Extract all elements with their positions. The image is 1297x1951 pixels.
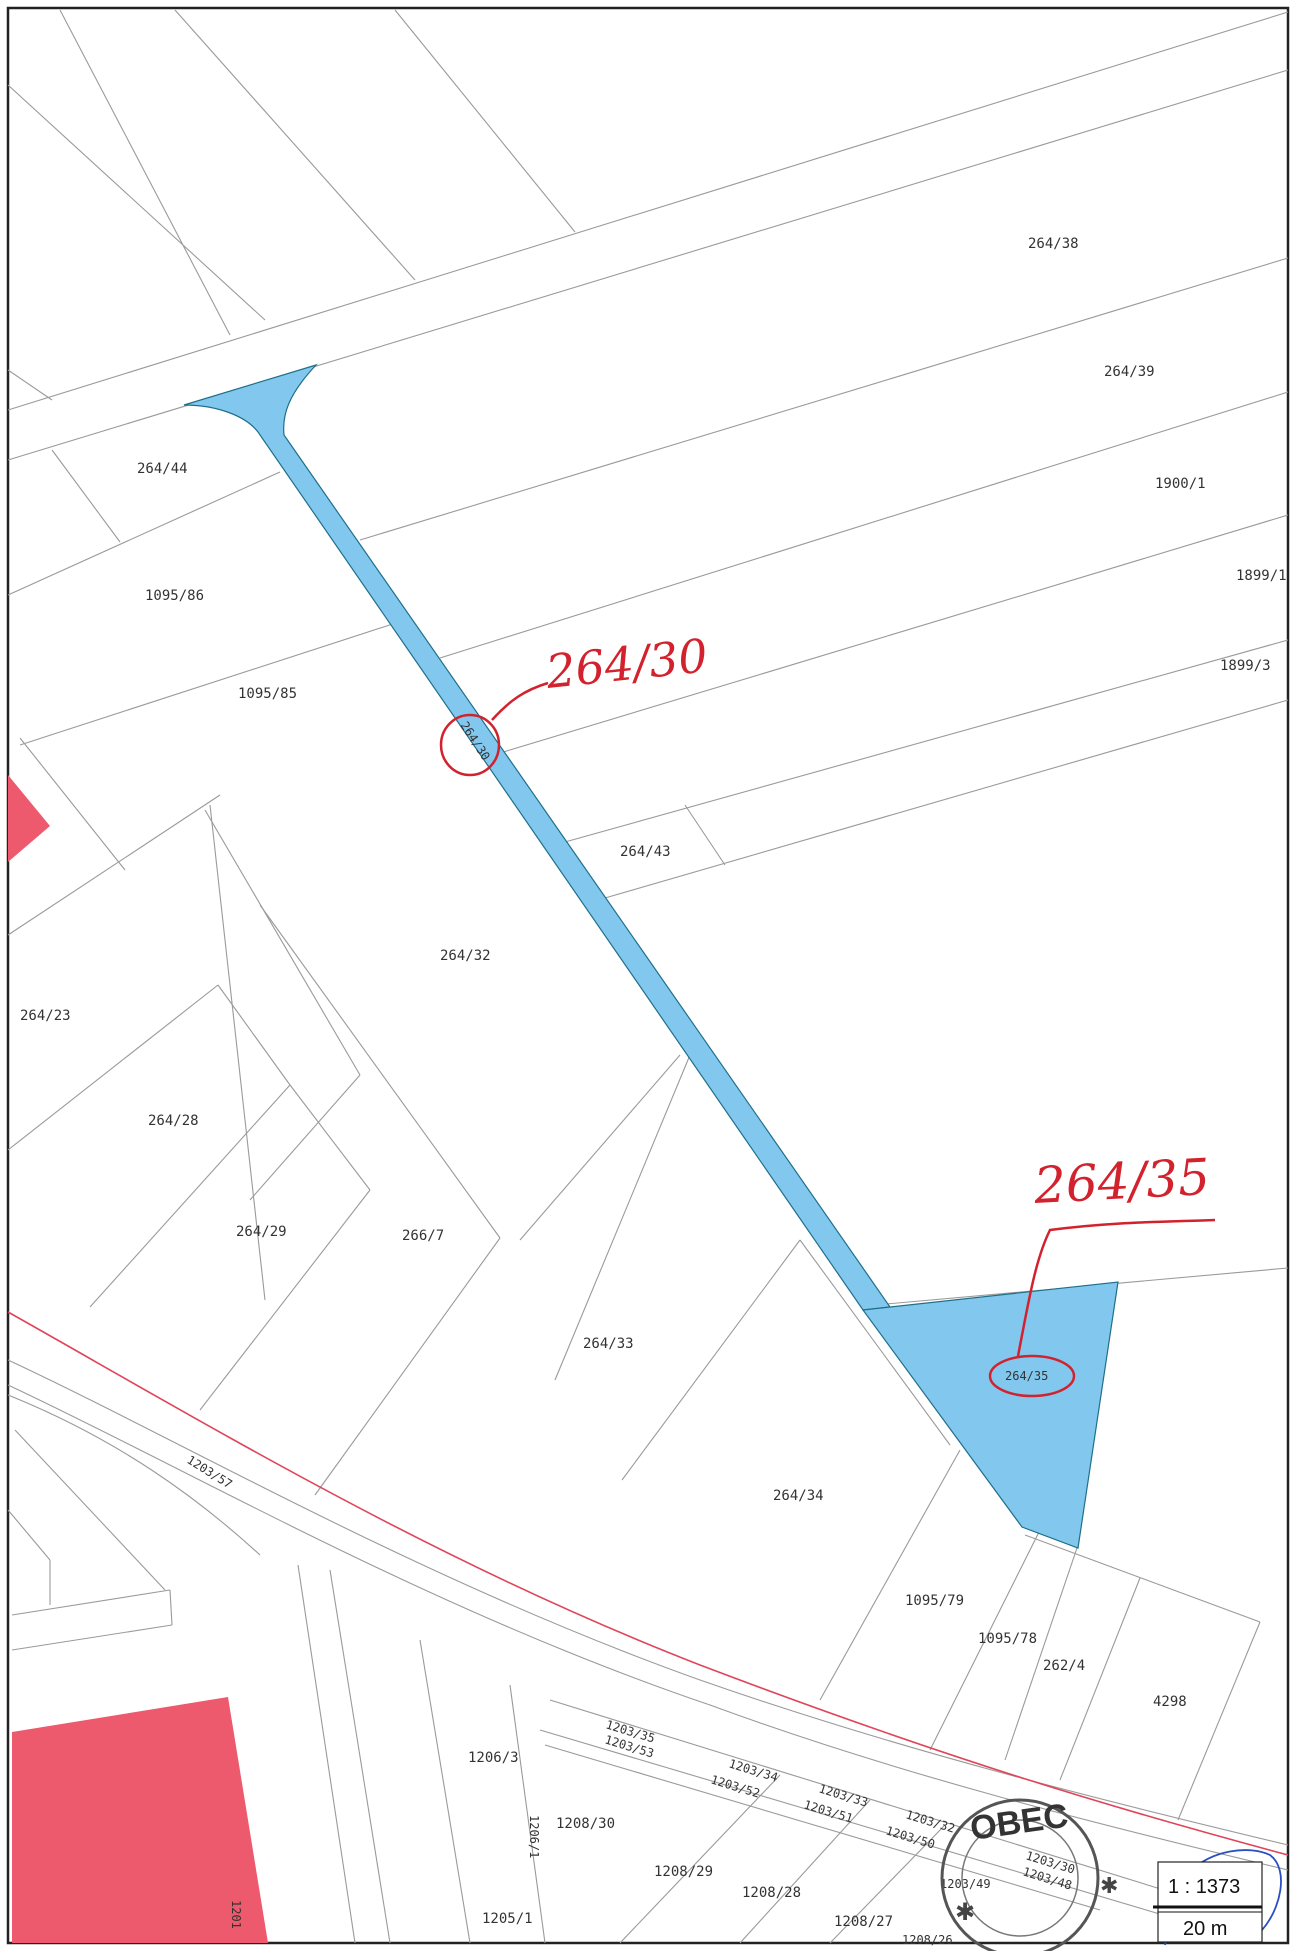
parcel-264-30-highlight [183,363,892,1311]
parcel-label: 266/7 [402,1228,444,1244]
red-boundary-line [7,1311,1289,1856]
parcel-label: 264/32 [440,948,491,964]
parcel-label: 264/28 [148,1113,199,1129]
annotation-264-35: 264/35 [1032,1148,1212,1215]
parcel-label: 1899/1 [1236,568,1287,584]
parcel-label: 264/38 [1028,236,1079,252]
parcel-label: 1095/85 [238,686,297,702]
scale-ratio: 1 : 1373 [1168,1876,1240,1898]
parcel-label: 1208/27 [834,1914,893,1930]
parcel-labels: 264/38 264/39 1900/1 1899/1 1899/3 264/4… [20,236,1287,1947]
stamp-text: OBEC [968,1797,1071,1848]
parcel-label: 1208/26 [902,1933,953,1947]
parcel-label: 264/44 [137,461,188,477]
handwritten-annotations: 264/30 264/35 [439,628,1216,1398]
parcel-boundaries [7,9,1289,1944]
parcel-label: 1208/29 [654,1864,713,1880]
parcel-label: 4298 [1153,1694,1187,1710]
parcel-label-rotated: 1201 [229,1900,243,1929]
parcel-label: 1900/1 [1155,476,1206,492]
parcel-264-35-highlight [861,1281,1119,1549]
scale-bar-label: 20 m [1183,1918,1227,1940]
annotation-264-30: 264/30 [543,628,711,699]
circle-parcel-264-30 [439,713,501,777]
parcel-label: 264/34 [773,1488,824,1504]
leader-line-264-30 [491,681,549,721]
highlighted-parcels [183,363,1119,1549]
parcel-label: 1899/3 [1220,658,1271,674]
parcel-label: 264/23 [20,1008,71,1024]
parcel-label: 1095/78 [978,1631,1037,1647]
parcel-label: 264/35 [1005,1369,1048,1383]
stamp-star-icon: ✱ [955,1898,975,1926]
parcel-label: 1203/49 [940,1877,991,1891]
parcel-label-rotated: 1206/1 [527,1815,541,1858]
building-left-upper [8,775,50,862]
parcel-label: 1205/1 [482,1911,533,1927]
parcel-label: 264/33 [583,1336,634,1352]
parcel-label: 264/29 [236,1224,287,1240]
parcel-label: 264/43 [620,844,671,860]
map-frame [6,6,1290,1945]
parcel-label: 1206/3 [468,1750,519,1766]
parcel-label: 1208/30 [556,1816,615,1832]
circle-parcel-264-35 [988,1354,1076,1398]
parcel-label: 1095/79 [905,1593,964,1609]
parcel-label: 1208/28 [742,1885,801,1901]
parcel-label: 262/4 [1043,1658,1085,1674]
leader-line-264-35 [1016,1218,1216,1357]
parcel-label: 1095/86 [145,588,204,604]
scale-box: 1 : 1373 20 m [1153,1861,1263,1943]
buildings [8,775,268,1943]
parcel-label: 264/39 [1104,364,1155,380]
stamp-star-icon: ✱ [1100,1874,1118,1899]
building-left-lower [12,1697,268,1943]
